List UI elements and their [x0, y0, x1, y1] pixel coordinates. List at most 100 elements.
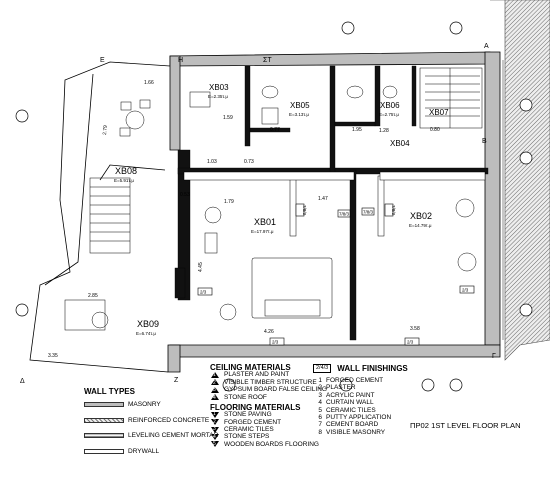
grid-letter-h: Η: [178, 57, 183, 64]
dimension-labels: 1.66 2.79 1.59 1.03 0.73 1.79 1.47 0.53 …: [48, 80, 440, 359]
legend-wall-types: WALL TYPES MASONRY REINFORCED CONCRETE L…: [84, 387, 218, 455]
legend-ceiling-row: 3 GYPSUM BOARD FALSE CEILING: [210, 386, 327, 393]
grid-letter-delta: Δ: [20, 378, 25, 385]
dimension-label: 0.73: [244, 159, 254, 165]
room-code-xb02: XB02: [410, 211, 432, 221]
dimension-label: 1.66: [144, 80, 154, 86]
staircase-left: [89, 177, 131, 254]
legend-wall-finishings-title: WALL FINISHINGS: [337, 363, 408, 373]
legend-ceiling-label: VISIBLE TIMBER STRUCTURE: [224, 378, 317, 386]
plan-title: ΠΡ02 1ST LEVEL FLOOR PLAN: [410, 421, 521, 430]
masonry-swatch: [84, 402, 124, 408]
neighbour-boundary-hatch: [490, 0, 550, 361]
grid-letter-top: ΣΤ: [263, 57, 272, 64]
dimension-label: 1.28: [379, 128, 389, 134]
room-area-xb06: E=2.75τ.μ: [379, 112, 399, 117]
room-area-xb01: E=17.97τ.μ: [251, 229, 274, 234]
flooring-marker-icon: 4: [211, 434, 219, 441]
legend-flooring-row: 4 STONE STEPS: [210, 433, 327, 440]
dimension-label: 1.59: [223, 115, 233, 121]
legend-wall-type-label: REINFORCED CONCRETE: [128, 416, 210, 424]
finish-tag: 7/8/3: [302, 205, 307, 216]
dimension-label: 3.35: [48, 353, 58, 359]
room-area-xb09: E=6.74τ.μ: [136, 331, 156, 336]
reinforced-concrete-swatch: [84, 417, 124, 423]
wall-finish-tag-sample: 2/4/3: [313, 364, 332, 373]
furniture: [64, 85, 477, 331]
ceiling-marker-icon: 4: [211, 394, 219, 401]
flooring-marker-icon: 2: [211, 419, 219, 426]
legend-ceiling-label: PLASTER AND PAINT: [224, 371, 290, 379]
finish-tag: 2/3: [272, 340, 279, 345]
legend-ceiling-label: GYPSUM BOARD FALSE CEILING: [224, 386, 327, 394]
finish-tag: 2/3: [462, 288, 469, 293]
flooring-marker-icon: 1: [211, 411, 219, 418]
dimension-label: 1.03: [207, 159, 217, 165]
legend-flooring-title: FLOORING MATERIALS: [210, 402, 301, 412]
legend-wall-type-label: LEVELING CEMENT MORTAR: [128, 432, 219, 440]
legend-wall-type-row: LEVELING CEMENT MORTAR: [84, 432, 218, 439]
finish-tag: 7/8/3: [363, 210, 374, 215]
finish-tag: 7/8/3: [391, 205, 396, 216]
partition-screens: [183, 171, 486, 237]
flooring-marker-icon: 3: [211, 426, 219, 433]
ceiling-marker-icon: 3: [211, 386, 219, 393]
dimension-label: 1.95: [352, 127, 362, 133]
dimension-label: 1.47: [318, 196, 328, 202]
dimension-label: 0.80: [430, 127, 440, 133]
room-area-xb05: E=3.13τ.μ: [289, 112, 309, 117]
room-code-xb04: XB04: [390, 139, 410, 148]
finish-tag: 2/3: [407, 340, 414, 345]
staircase-top-right: [419, 67, 483, 129]
legend-flooring-label: CERAMIC TILES: [224, 425, 274, 433]
dimension-label: 0.53: [180, 192, 190, 198]
legend-flooring-row: 3 CERAMIC TILES: [210, 426, 327, 433]
room-labels: XB01 E=17.97τ.μ XB02 E=14.79τ.μ XB03 E=2…: [114, 83, 449, 336]
legend-ceiling-title: CEILING MATERIALS: [210, 363, 291, 372]
dimension-label: 1.79: [224, 199, 234, 205]
drywall-swatch: [84, 448, 124, 454]
finish-tags: 2/3 7/8/3 7/8/3 7/8/3 7/8/3 2/3 2/3 2/3: [197, 203, 475, 346]
grid-letter-e: Ε: [100, 57, 105, 64]
room-area-xb03: E=2.35τ.μ: [208, 94, 228, 99]
legend-flooring-label: STONE PAVING: [224, 411, 272, 419]
grid-letter-gamma: Γ: [492, 353, 496, 360]
room-code-xb03: XB03: [209, 83, 229, 92]
legend-wall-type-row: MASONRY: [84, 401, 218, 408]
grid-letters: ΣΤ Η Ε Α Β Ζ Δ Γ: [20, 43, 496, 385]
legend-wall-types-title: WALL TYPES: [84, 387, 135, 396]
room-code-xb08: XB08: [115, 166, 137, 176]
left-wing-outline: [29, 61, 171, 373]
legend-wall-type-row: DRYWALL: [84, 447, 218, 455]
dimension-label: 4.26: [264, 329, 274, 335]
room-code-xb09: XB09: [137, 319, 159, 329]
grid-letter-a: Α: [484, 43, 489, 50]
room-code-xb06: XB06: [380, 101, 400, 110]
finish-tag: 7/8/3: [339, 212, 350, 217]
legend-wall-type-label: MASONRY: [128, 401, 161, 409]
room-code-xb05: XB05: [290, 101, 310, 110]
dimension-label: 4.45: [198, 262, 204, 272]
dimension-label: 2.79: [102, 125, 109, 135]
dimension-label: 2.85: [88, 293, 98, 299]
grid-letter-z: Ζ: [174, 377, 179, 384]
legend-wall-finishings-header: 2/4/3 WALL FINISHINGS: [313, 364, 408, 373]
legend-wall-type-label: DRYWALL: [128, 447, 160, 455]
section-markers: [15, 21, 533, 392]
legend-flooring-label: STONE STEPS: [224, 433, 270, 441]
dimension-label: 3.58: [410, 326, 420, 332]
